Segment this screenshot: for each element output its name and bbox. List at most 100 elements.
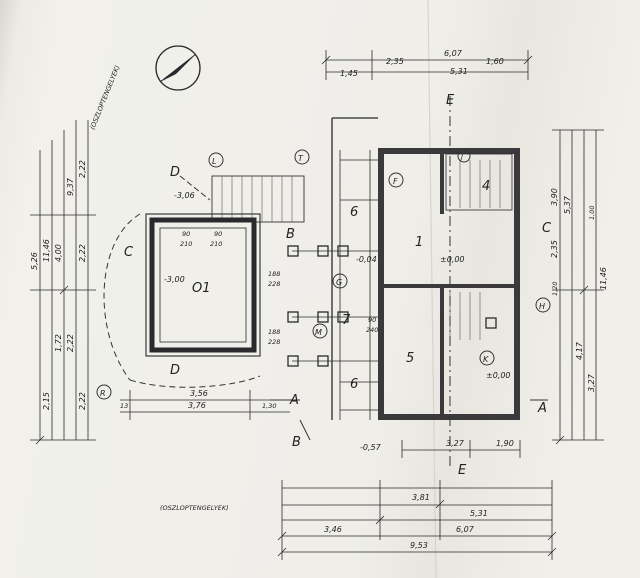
room-o1-outline <box>145 213 261 357</box>
axis-tag-t: T <box>298 154 304 163</box>
dim-1146-left: 11,46 <box>42 239 51 262</box>
dim-376: 3,76 <box>188 401 206 410</box>
section-a-bottom: A <box>289 393 299 408</box>
dim-607-top: 6,07 <box>444 49 463 58</box>
bottom-dimensions: 9,53 6,07 3,46 5,31 3,81 3,76 3,56 3,27 … <box>120 389 514 550</box>
dim-1146-right: 11,46 <box>599 267 608 290</box>
dim-130: 1,30 <box>262 402 276 410</box>
section-e-top: E <box>446 93 455 108</box>
dim-90-b: 90 <box>182 230 190 238</box>
dim-607-bottom: 6,07 <box>456 525 475 534</box>
dim-222-a: 2,22 <box>78 160 87 178</box>
dim-100: 1,00 <box>588 206 596 220</box>
axis-tag-m: M <box>315 328 322 337</box>
column-label-left: (OSZLOPTENGELYEK) <box>88 64 121 131</box>
dim-417: 4,17 <box>575 341 584 360</box>
level-6: -3,00 <box>164 275 185 284</box>
dim-172: 1,72 <box>54 334 63 352</box>
section-b-bottom: B <box>292 435 301 450</box>
axis-tag-g: G <box>336 278 342 287</box>
room-6a-label: 6 <box>350 205 358 220</box>
dim-13: 13 <box>120 402 128 410</box>
room-1-label: 1 <box>415 235 423 250</box>
dim-215: 2,15 <box>42 392 51 410</box>
dim-327-right: 3,27 <box>587 373 596 392</box>
columns <box>287 245 497 367</box>
dim-235-top: 2,35 <box>386 57 404 66</box>
corridor-lines <box>292 150 378 420</box>
dim-346: 3,46 <box>324 525 342 534</box>
dim-228-a: 228 <box>268 280 280 288</box>
dim-356: 3,56 <box>190 389 208 398</box>
dim-188-a: 188 <box>268 270 280 278</box>
dim-120: 1,20 <box>551 282 559 296</box>
room-labels: 1 4 5 6 6 7 O1 <box>192 179 490 392</box>
section-a-right: A <box>537 401 547 416</box>
section-c-right: C <box>542 221 552 236</box>
dim-90-a: 90 <box>214 230 222 238</box>
level-5: -0,57 <box>360 443 382 452</box>
dim-937: 9,37 <box>66 177 75 196</box>
inner-dimensions: 188 228 188 228 90 210 90 210 90 240 <box>180 230 378 346</box>
section-d-bottom: D <box>170 363 180 378</box>
dim-222-b: 2,22 <box>78 244 87 262</box>
dim-537: 5,37 <box>563 195 572 214</box>
right-dimensions: 11,46 5,37 3,90 3,27 4,17 2,35 1,20 1,00 <box>550 188 608 392</box>
section-mark-labels: A A B B C C D D E E <box>124 93 552 478</box>
top-dimensions: 6,07 5,31 2,35 1,45 1,60 <box>340 49 504 78</box>
dim-526: 5,26 <box>30 252 39 270</box>
pool-curve-bottom <box>129 375 261 388</box>
axis-tag-j: J <box>459 153 463 161</box>
dim-90-c: 90 <box>368 316 376 324</box>
room-7-label: 7 <box>342 313 351 328</box>
dim-222-c: 2,22 <box>78 392 87 410</box>
level-4: -0,04 <box>356 255 377 264</box>
dim-160-top: 1,60 <box>486 57 504 66</box>
axis-tags <box>96 149 551 400</box>
dim-240: 240 <box>366 326 378 334</box>
dimension-lines <box>30 50 604 560</box>
dim-390: 3,90 <box>550 188 559 206</box>
section-e-bottom: E <box>458 463 467 478</box>
dim-235-right: 2,35 <box>550 240 559 258</box>
north-arrow-icon <box>155 45 201 91</box>
dim-145-top: 1,45 <box>340 69 358 78</box>
dim-188-b: 188 <box>268 328 280 336</box>
room-o1-label: O1 <box>192 281 211 296</box>
dim-400: 4,00 <box>54 244 63 262</box>
axis-tag-l: L <box>212 157 216 166</box>
axis-tag-h: H <box>539 302 545 311</box>
dim-190: 1,90 <box>496 439 514 448</box>
dim-210-b: 210 <box>180 240 192 248</box>
room-5-label: 5 <box>406 351 414 366</box>
room-6b-label: 6 <box>350 377 358 392</box>
level-1: -3,06 <box>174 191 195 200</box>
entrance-stairs <box>211 175 305 223</box>
dim-228-b: 228 <box>268 338 280 346</box>
paper-fold <box>427 0 437 578</box>
section-c-left: C <box>124 245 134 260</box>
level-2: ±0,00 <box>440 255 465 264</box>
level-3: ±0,00 <box>486 371 511 380</box>
room-4-label: 4 <box>482 179 490 194</box>
column-label-bottom: (OSZLOPTENGELYEK) <box>160 504 229 512</box>
dim-381: 3,81 <box>412 493 430 502</box>
dim-531-top: 5,31 <box>450 67 468 76</box>
dim-327: 3,27 <box>446 439 465 448</box>
dim-total: 9,53 <box>410 541 428 550</box>
axis-tag-labels: L T F G M K R H J <box>100 153 545 398</box>
section-lines <box>179 96 548 470</box>
dimension-ticks <box>35 55 589 557</box>
level-labels: -3,06 ±0,00 ±0,00 -0,04 -0,57 -3,00 <box>164 191 511 452</box>
axis-tag-r: R <box>100 389 106 398</box>
pool-curve <box>103 213 141 381</box>
section-d-top: D <box>170 165 180 180</box>
axis-tag-f: F <box>393 177 398 186</box>
axis-tag-k: K <box>483 355 489 364</box>
dim-531-bottom: 5,31 <box>470 509 488 518</box>
section-b-mid: B <box>286 227 295 242</box>
dim-222-d: 2,22 <box>66 334 75 352</box>
dim-210-a: 210 <box>210 240 222 248</box>
